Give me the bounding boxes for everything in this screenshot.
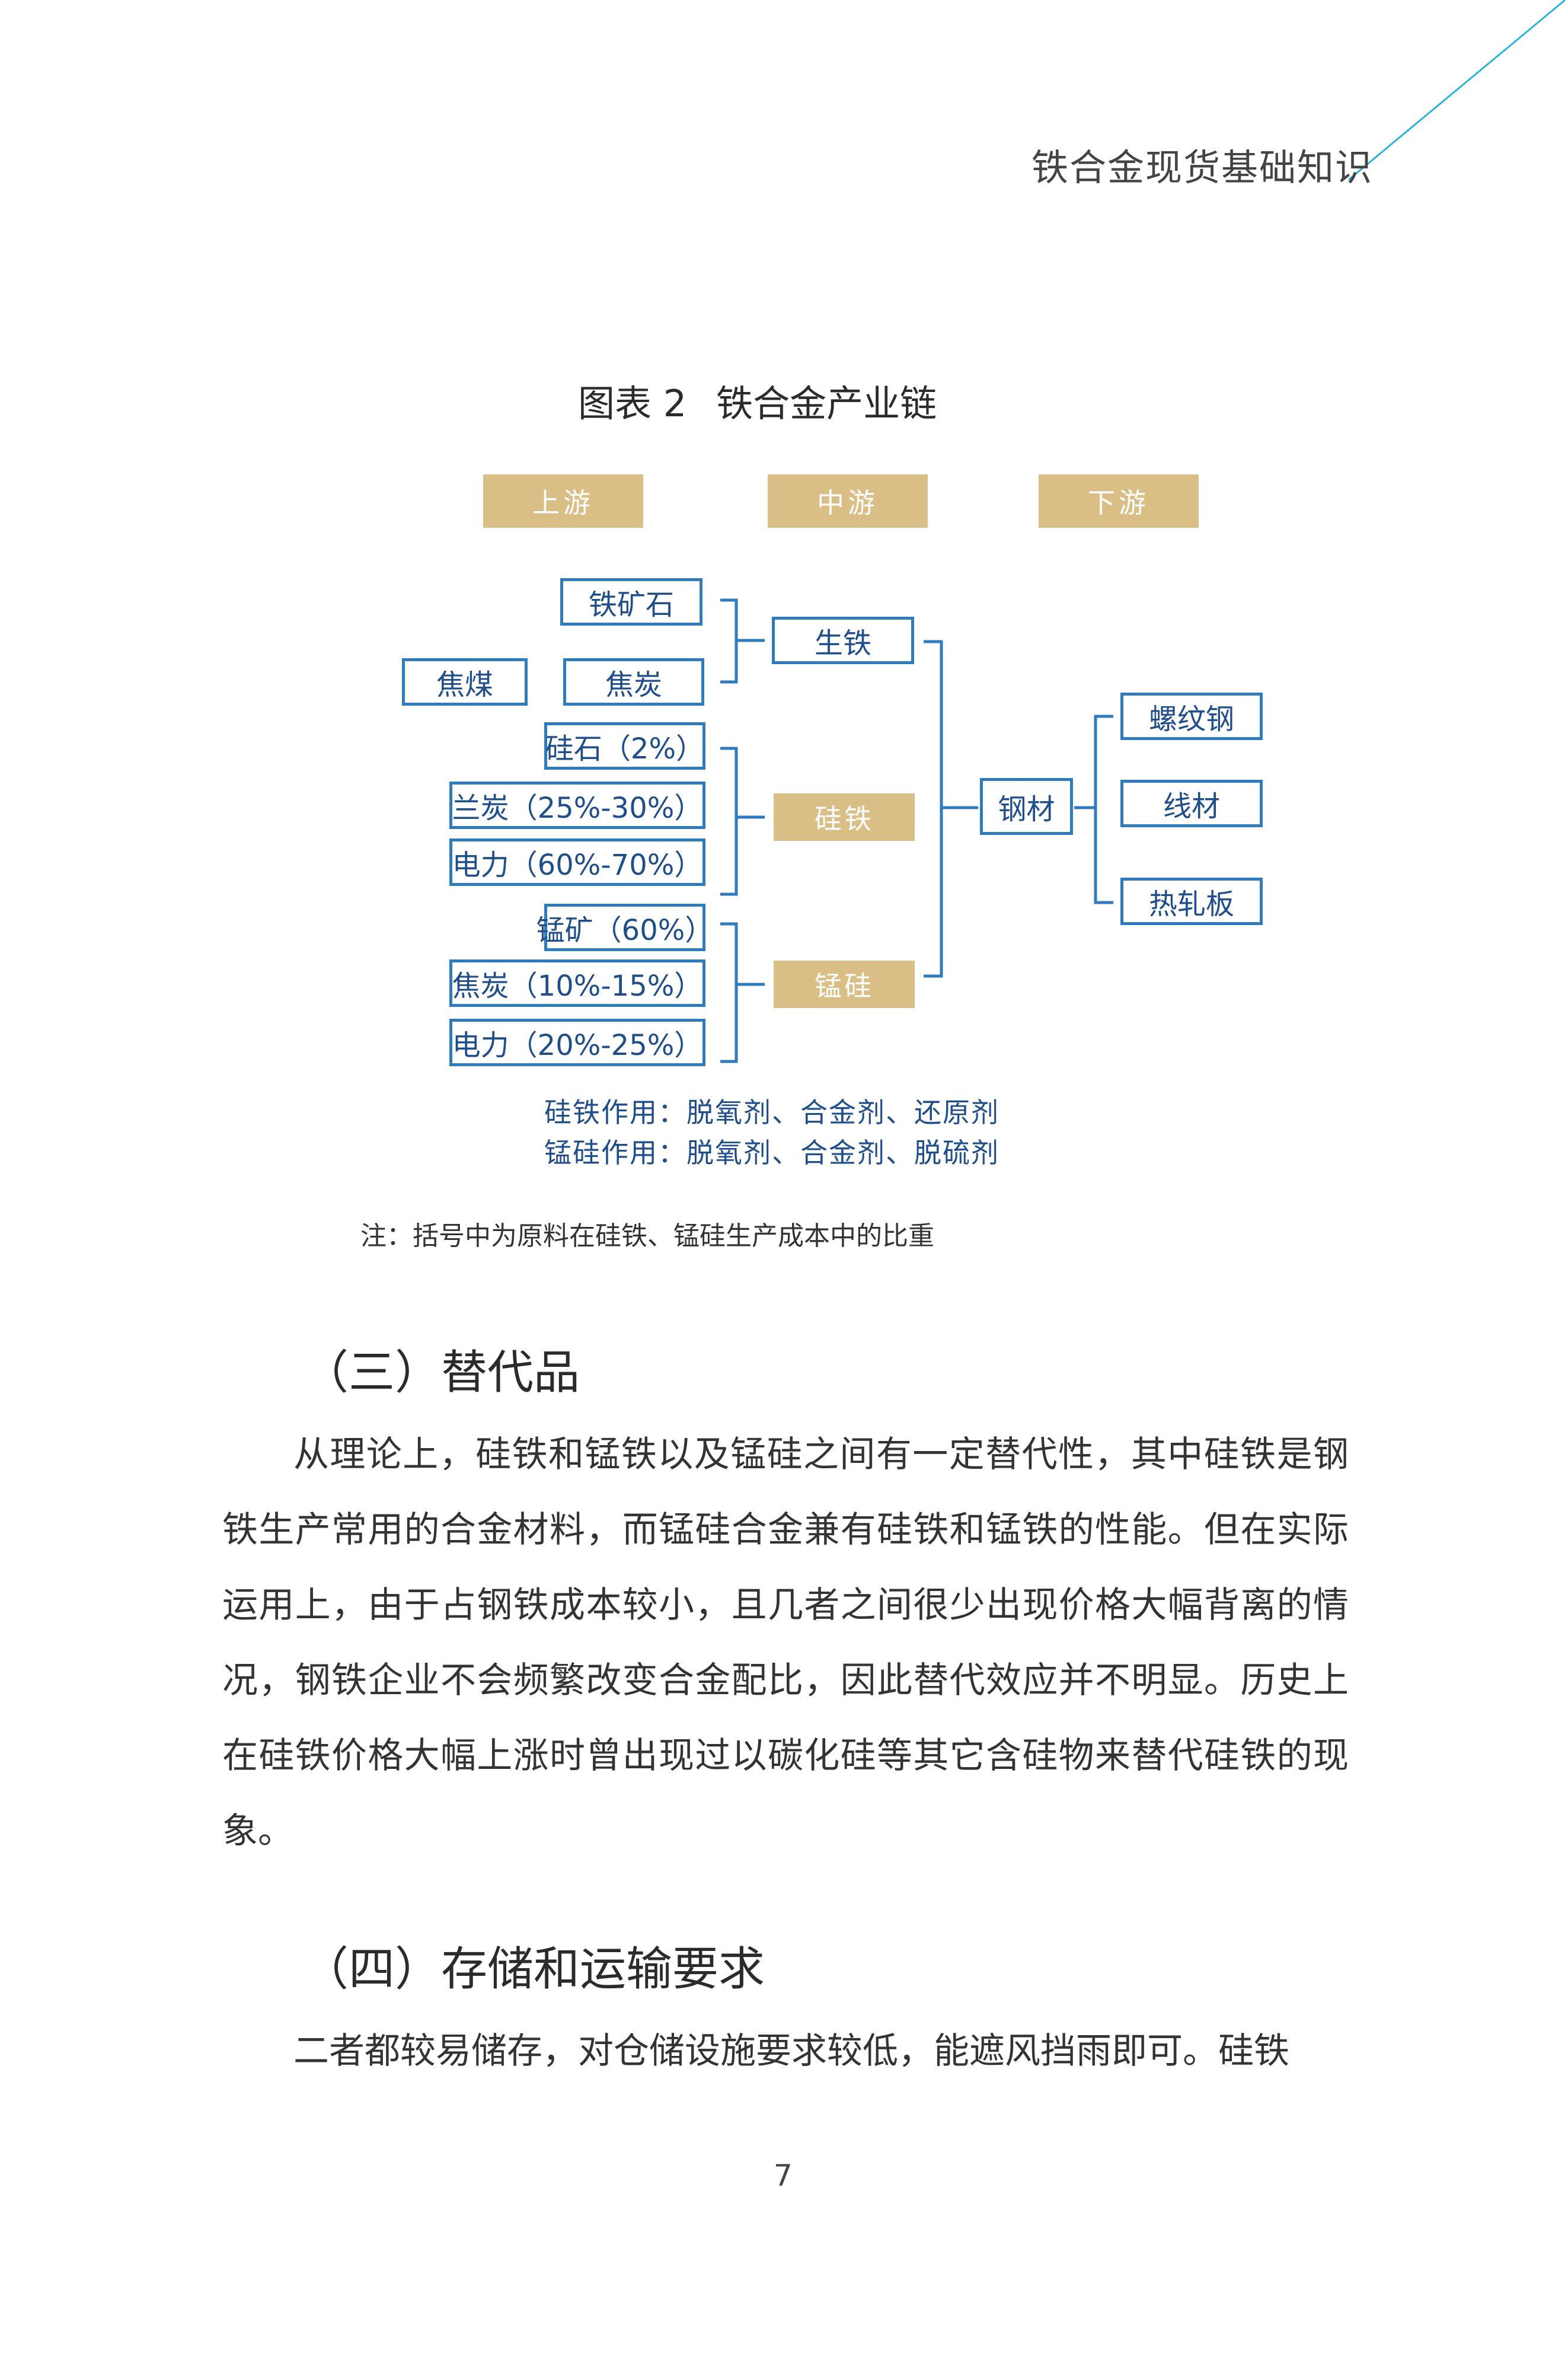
section-heading-storage: （四）存储和运输要求 [302, 1943, 765, 1996]
box-ferrosilicon: 硅铁 [774, 793, 915, 841]
figure-footnote: 注：括号中为原料在硅铁、锰硅生产成本中的比重 [360, 1221, 934, 1251]
diagram-connectors [720, 598, 1113, 1063]
box-hot-rolled: 热轧板 [1120, 878, 1263, 925]
stage-midstream: 中游 [768, 474, 928, 528]
box-power-mn: 电力（20%-25%） [449, 1019, 705, 1066]
box-semi-coke: 兰炭（25%-30%） [449, 782, 705, 829]
box-coking-coal: 焦煤 [402, 658, 528, 706]
box-iron-ore: 铁矿石 [560, 578, 702, 626]
section-paragraph-storage: 二者都较易储存，对仓储设施要求较低，能遮风挡雨即可。硅铁 [293, 2030, 1289, 2072]
usage-note-ferrosilicon: 硅铁作用：脱氧剂、合金剂、还原剂 [544, 1096, 999, 1128]
box-rebar: 螺纹钢 [1120, 693, 1263, 740]
usage-note-silicomanganese: 锰硅作用：脱氧剂、合金剂、脱硫剂 [544, 1137, 999, 1169]
box-silicomanganese: 锰硅 [774, 961, 915, 1008]
stage-downstream: 下游 [1039, 474, 1199, 528]
box-manganese-ore: 锰矿（60%） [536, 904, 713, 951]
box-coke-mn: 焦炭（10%-15%） [449, 959, 705, 1007]
box-power-si: 电力（60%-70%） [449, 838, 705, 886]
section-paragraph-substitutes: 从理论上，硅铁和锰铁以及锰硅之间有一定替代性，其中硅铁是钢铁生产常用的合金材料，… [222, 1434, 1349, 1852]
header-title: 铁合金现货基础知识 [1032, 146, 1374, 189]
box-steel: 钢材 [980, 778, 1073, 835]
figure-caption: 铁合金产业链 [716, 382, 937, 425]
stage-upstream: 上游 [483, 474, 643, 528]
figure-label: 图表 2 [578, 382, 687, 425]
figure-title: 图表 2 铁合金产业链 [578, 374, 937, 427]
box-pig-iron: 生铁 [772, 617, 914, 664]
box-wire-rod: 线材 [1120, 780, 1263, 827]
box-silica: 硅石（2%） [544, 722, 705, 770]
section-heading-substitutes: （三）替代品 [302, 1346, 580, 1399]
box-coke: 焦炭 [563, 658, 704, 706]
page-number: 7 [774, 2158, 793, 2193]
header-accent-line [1348, 0, 1566, 181]
